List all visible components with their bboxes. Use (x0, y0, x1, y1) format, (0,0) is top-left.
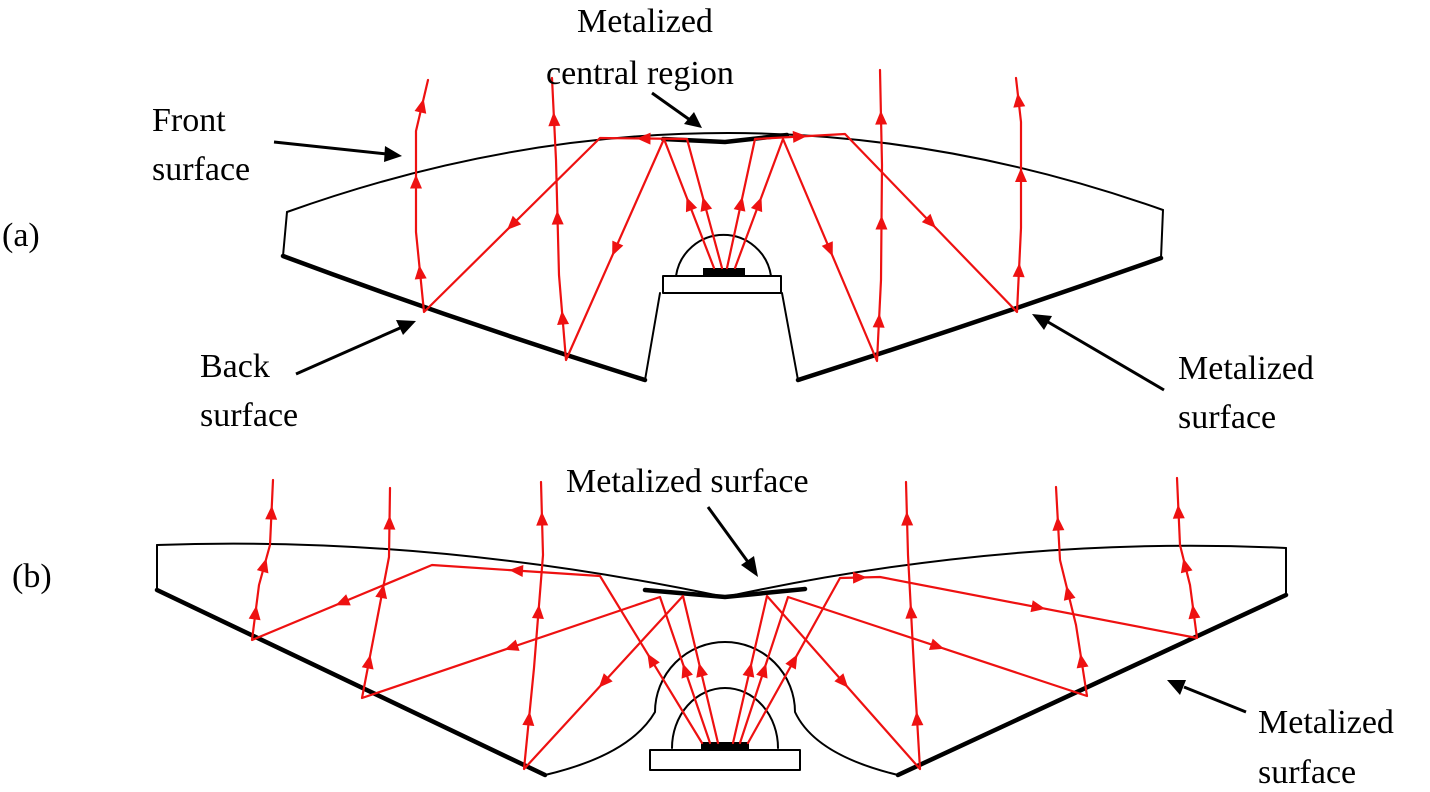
ray-arrowhead (522, 711, 535, 727)
ray-arrowhead (905, 604, 918, 619)
ray-arrowhead (1015, 168, 1027, 182)
ray-arrowhead (598, 673, 613, 688)
pointer-front-surface (384, 146, 402, 162)
ray-arrowhead (612, 240, 624, 256)
ray-arrowhead (551, 210, 564, 225)
pointers-b (706, 506, 1247, 714)
led-chip-a (703, 268, 745, 276)
panel-b-label: (b) (12, 558, 52, 595)
ray-arrowhead (1030, 600, 1046, 613)
ray-arrowhead (1180, 558, 1193, 574)
front-surface-b (156, 542, 1287, 598)
led-a (662, 233, 782, 294)
metalized-surface-label-b: Metalized surface (1258, 704, 1402, 791)
ray-arrowhead (410, 174, 422, 189)
ray-arrowhead (548, 112, 561, 127)
pointer-metalized-surface-b (1167, 680, 1186, 695)
ray-arrowhead (383, 515, 396, 530)
ray-arrowhead (335, 594, 351, 606)
ray-arrowhead (681, 663, 693, 679)
pointer-central-region (684, 112, 702, 128)
ray-arrowhead (509, 564, 524, 577)
ray-arrowhead (875, 110, 888, 125)
led-base-b (649, 749, 801, 771)
ray-arrowhead (647, 653, 660, 669)
ray-arrowhead (536, 511, 549, 526)
ray-arrowhead (256, 558, 269, 574)
pointer-metalized-surface-a (1032, 314, 1052, 330)
ray-arrowhead (361, 654, 374, 670)
metalized-surface-label-a: Metalized surface (1178, 350, 1322, 436)
pointer-back-surface (396, 320, 416, 335)
ray-arrowhead (557, 310, 570, 325)
ray-arrowhead (685, 196, 698, 213)
ray-arrowhead (1076, 653, 1089, 669)
ray-arrowhead (375, 584, 388, 600)
ray-arrowhead (1188, 604, 1201, 620)
back-surface-right-b (895, 592, 1289, 778)
ray-arrowhead (696, 662, 708, 678)
ray-arrowhead (1012, 263, 1025, 278)
front-surface-label: Front surface (152, 102, 250, 188)
metalized-center-b (642, 586, 808, 600)
cavity-b (544, 641, 899, 776)
ray-arrowhead (901, 511, 914, 526)
ray-arrowheads-a (410, 93, 1027, 328)
ray-arrowhead (414, 265, 427, 280)
led-dome-a (675, 233, 772, 277)
metalized-surface-top-label: Metalized surface (566, 463, 809, 500)
ray-arrowhead (265, 505, 278, 520)
ray-arrowhead (733, 196, 746, 212)
pointer-metalized-center-b (741, 556, 758, 577)
led-dome-b (671, 687, 779, 749)
ray-arrowhead (1052, 516, 1065, 531)
ray-arrowhead (504, 639, 520, 651)
ray-arrowhead (1013, 93, 1026, 108)
pointers-a (273, 91, 1165, 392)
back-surface-left-a (280, 253, 648, 383)
back-surface-left-b (154, 587, 548, 778)
lens-b-outline (154, 542, 1289, 778)
panel-a-label: (a) (2, 217, 40, 254)
ray-arrowhead (507, 215, 522, 230)
ray-arrowhead (792, 130, 807, 143)
ray-arrowhead (785, 654, 798, 670)
ray-arrowhead (834, 673, 849, 688)
rays-b (250, 476, 1199, 771)
ray-arrowheads-b (248, 504, 1201, 727)
front-surface-a (286, 132, 1164, 213)
ray-arrowhead (875, 215, 888, 230)
ray-arrowhead (911, 711, 924, 726)
ray-arrowhead (636, 132, 651, 145)
metalized-central-label: Metalized central region (546, 3, 734, 92)
ray-arrowhead (821, 241, 833, 257)
ray-arrowhead (928, 638, 945, 650)
ray-arrowhead (750, 196, 763, 213)
ray-arrowhead (872, 313, 885, 328)
lens-a-outline (280, 132, 1164, 383)
ray-arrowhead (700, 196, 713, 212)
ray-arrowhead (248, 605, 261, 621)
ray-arrowhead (1172, 504, 1185, 519)
panel-a: (a) (2, 3, 1322, 436)
ray-arrowhead (742, 662, 755, 678)
ray-arrowhead (921, 213, 936, 229)
panel-b: (b) (12, 463, 1402, 791)
ray-arrowhead (531, 604, 544, 619)
ray-arrowhead (852, 571, 867, 584)
led-chip-b (701, 742, 749, 750)
ray-arrowhead (414, 98, 427, 114)
ray-arrowhead (1063, 585, 1076, 601)
ray-arrowhead (756, 663, 768, 679)
led-base-a (662, 275, 782, 294)
back-surface-right-a (795, 255, 1164, 383)
back-surface-label: Back surface (200, 348, 298, 434)
led-b (649, 687, 801, 771)
